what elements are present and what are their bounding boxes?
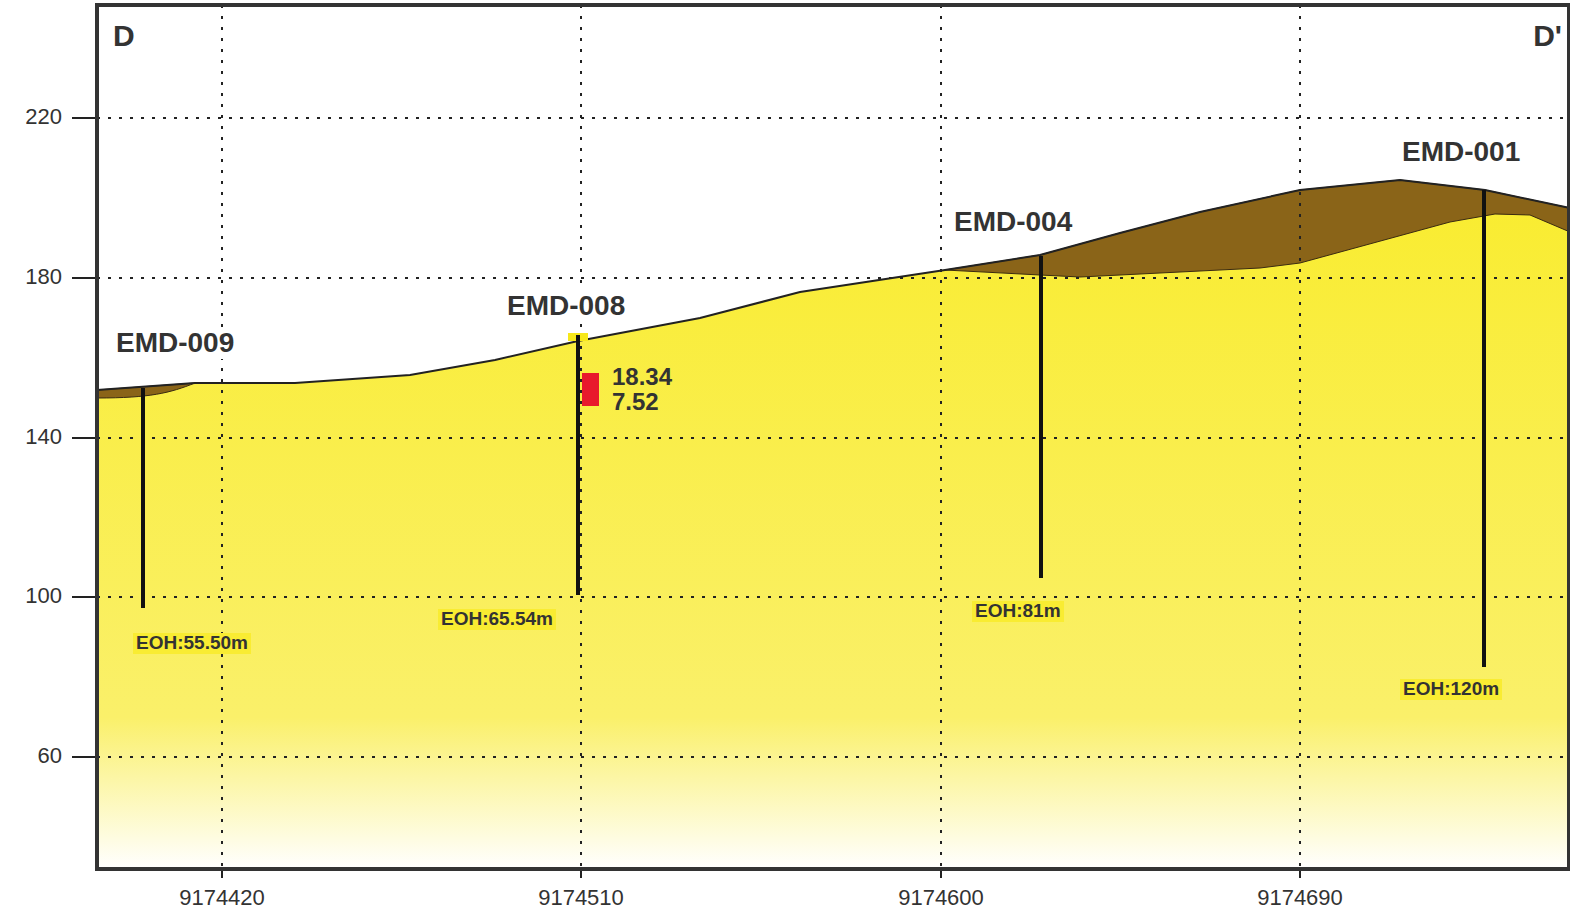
northing-tick: 9174690 [1257, 886, 1343, 910]
elevation-tick: 100 [25, 584, 62, 608]
end-of-hole: EOH:65.54m [438, 609, 556, 630]
section-end: D [113, 19, 135, 52]
grade-value: 18.34 [612, 364, 672, 390]
northing-tick: 9174510 [538, 886, 624, 910]
end-of-hole: EOH:120m [1400, 679, 1502, 700]
elevation-tick: 220 [25, 105, 62, 129]
northing-tick: 9174600 [898, 886, 984, 910]
topography [97, 180, 1570, 390]
hole-name: EMD-009 [113, 328, 237, 359]
overburden [945, 180, 1570, 277]
northing-tick: 9174420 [179, 886, 265, 910]
intercept [582, 373, 599, 406]
overburden [97, 383, 195, 398]
end-of-hole: EOH:55.50m [133, 633, 251, 654]
hole-name: EMD-004 [951, 207, 1075, 238]
drill-hole [143, 190, 1484, 667]
frame [97, 5, 1569, 869]
elevation-tick: 140 [25, 425, 62, 449]
hole-name: EMD-001 [1399, 137, 1523, 168]
end-of-hole: EOH:81m [972, 601, 1064, 622]
grade-value: 7.52 [612, 389, 659, 415]
elevation-tick: 60 [38, 744, 62, 768]
section-end: D' [1533, 19, 1562, 52]
hole-name: EMD-008 [504, 291, 628, 322]
axis-ticks [72, 118, 1300, 878]
grid [97, 5, 1570, 869]
rock-body [97, 180, 1570, 869]
elevation-tick: 180 [25, 265, 62, 289]
